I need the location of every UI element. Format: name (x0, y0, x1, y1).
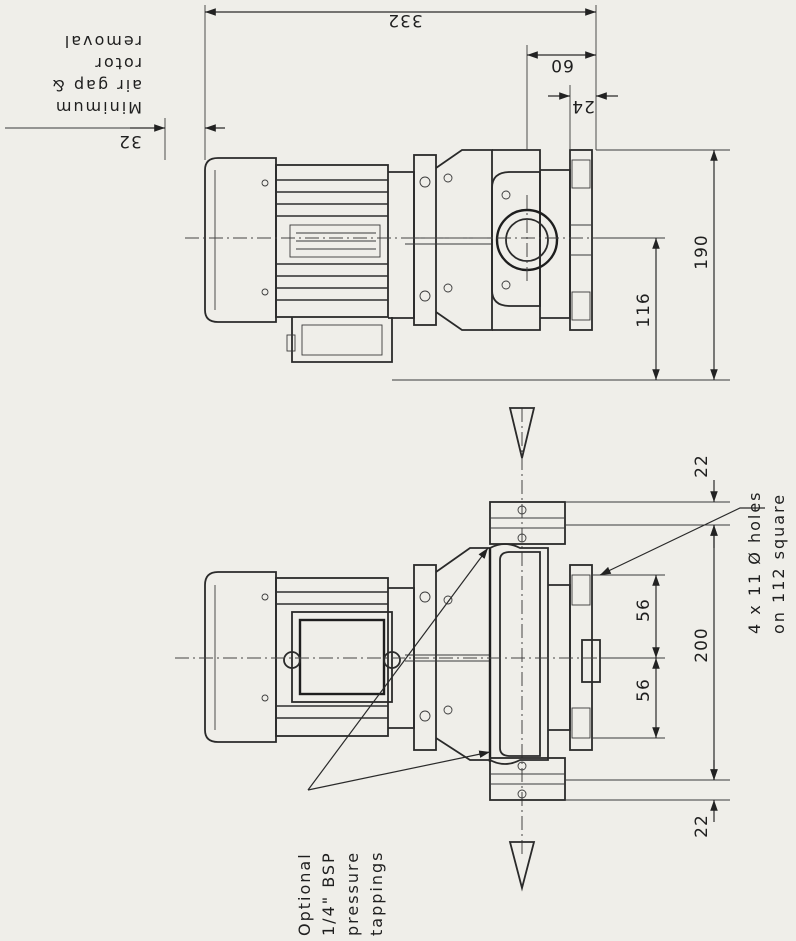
svg-text:Minimum: Minimum (54, 98, 142, 117)
svg-text:1/4" BSP: 1/4" BSP (319, 851, 338, 936)
svg-text:on 112 square: on 112 square (769, 493, 788, 634)
svg-text:pressure: pressure (343, 851, 362, 936)
svg-text:tappings: tappings (367, 851, 386, 936)
svg-text:removal: removal (63, 32, 142, 51)
top-view (185, 149, 610, 363)
dim-116: 116 (634, 292, 654, 327)
dim-24: 24 (571, 96, 595, 116)
dim-22-bottom: 22 (692, 814, 712, 838)
dim-56-b: 56 (634, 678, 654, 702)
bottom-view-dimensions: 22 200 22 56 56 4 x 11 Ø holes on 112 sq… (295, 454, 788, 936)
dim-190: 190 (692, 234, 712, 269)
dim-332: 332 (387, 10, 422, 30)
svg-text:4 x 11 Ø holes: 4 x 11 Ø holes (745, 491, 764, 635)
note-pressure-tappings: Optional 1/4" BSP pressure tappings (295, 851, 386, 936)
svg-text:Optional: Optional (295, 852, 314, 936)
note-holes: 4 x 11 Ø holes on 112 square (745, 491, 788, 635)
svg-text:rotor: rotor (93, 54, 142, 73)
top-view-dimensions: 332 60 24 32 Minimum air gap & rotor rem… (5, 5, 730, 381)
dim-32: 32 (118, 131, 142, 151)
dim-22-top: 22 (692, 454, 712, 478)
dim-56-a: 56 (634, 598, 654, 622)
dim-200: 200 (692, 627, 712, 662)
flow-direction (508, 407, 536, 892)
dim-60: 60 (550, 55, 574, 75)
note-rotor-removal: Minimum air gap & rotor removal (50, 32, 142, 117)
svg-text:air gap &: air gap & (50, 76, 142, 95)
bottom-view (175, 501, 612, 801)
